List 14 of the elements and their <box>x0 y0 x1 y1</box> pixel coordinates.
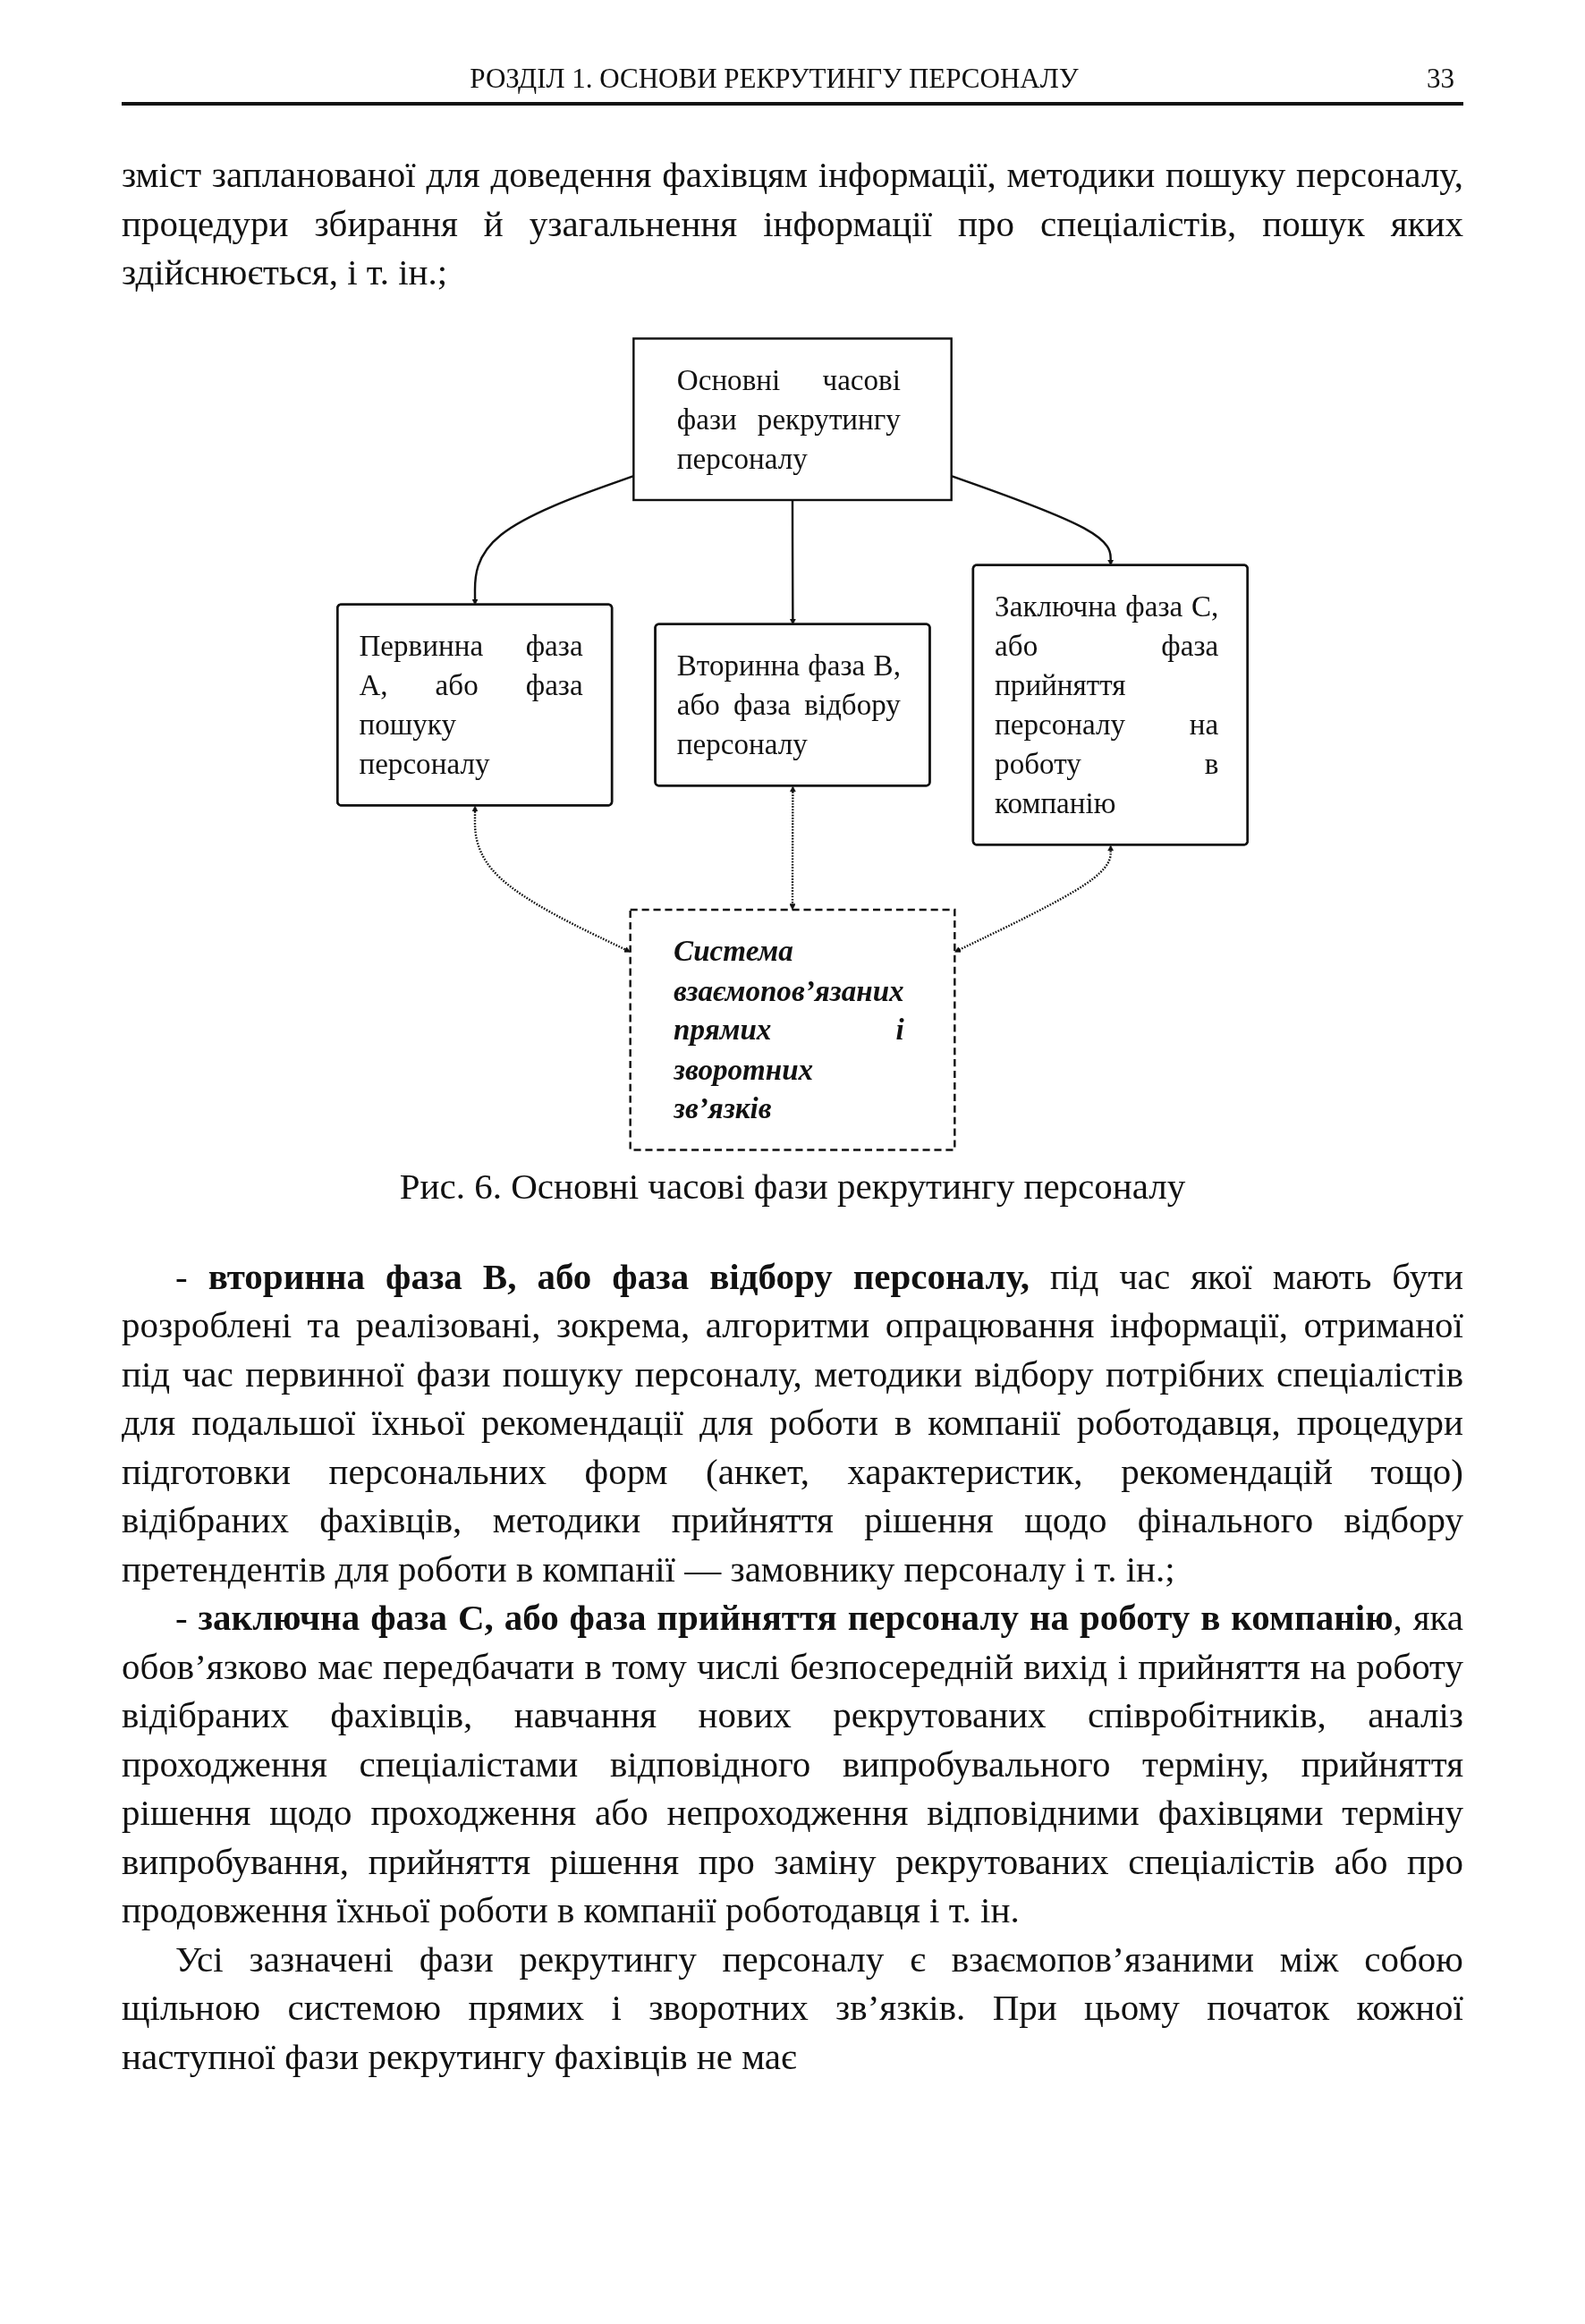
paragraph: зміст запланованої для доведення фахівцям інформації, методики пошуку персоналу, процедури збирання й узагальнення інформації про спеціалістів, пошук яких здійснюється, і т. ін.; <box>122 153 1463 295</box>
arrow <box>789 499 796 624</box>
arrow <box>954 844 1115 953</box>
node-box: Основні часові фази рекрутингу персоналу <box>632 336 953 501</box>
arrow <box>789 785 796 910</box>
paragraph: Усі зазначені фази рекрутингу персоналу є взаємопов’язаними між собою щільною системою прямих і зворотних зв’язків. При цьому початок кожної наступної фази рекрутингу фахівців не має <box>122 1937 1463 2079</box>
figure-caption: Рис. 6. Основні часові фази рекрутингу персоналу <box>398 1164 1187 1208</box>
paragraph: - вторинна фаза В, або фаза відбору персоналу, під час якої мають бути розроблені та реалізовані, зокрема, алгоритми опрацювання інформації, отриманої під час первинної фази пошуку персоналу, методики відбору потрібних спеціалістів для подальшої їхньої рекомендації для роботи в компанії роботодавця, процедури підготовки персональних форм (анкет, характеристик, рекомендацій тощо) відібраних фахівців, методики прийняття рішення щодо фінального відбору претендентів для роботи в компанії — замовнику персоналу і т. ін.; <box>122 1254 1463 1591</box>
paragraph: - заключна фаза С, або фаза прийняття персоналу на роботу в компанію, яка обов’язково має передбачати в тому числі безпосередній вихід і прийняття на роботу відібраних фахівців, навчання нових рекрутованих співробітників, аналіз проходження спеціалістами відповідного випробувального терміну, прийняття рішення щодо проходження або непроходження відповідними фахівцями терміну випробування, прийняття рішення про заміну рекрутованих спеціалістів або про продовження їхньої роботи в компанії роботодавця і т. ін. <box>122 1596 1463 1933</box>
arrow <box>471 474 634 605</box>
page-number: 33 <box>1427 63 1454 95</box>
arrow <box>951 474 1115 565</box>
arrow <box>471 805 631 953</box>
running-header: РОЗДІЛ 1. ОСНОВИ РЕКРУТИНГУ ПЕРСОНАЛУ <box>469 63 1080 95</box>
